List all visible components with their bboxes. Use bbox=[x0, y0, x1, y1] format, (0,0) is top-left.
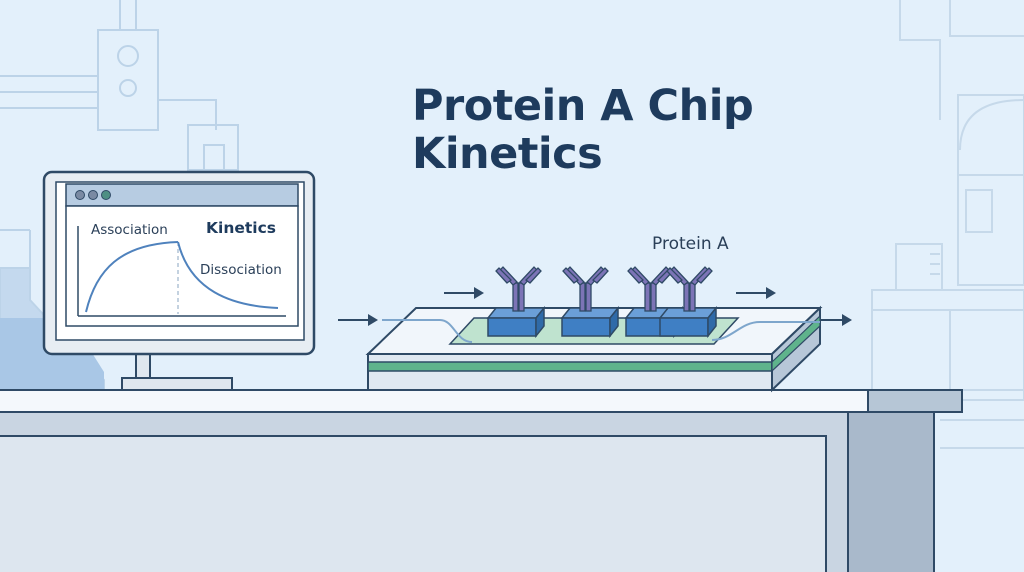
dissociation-label: Dissociation bbox=[200, 262, 282, 278]
protein-a-block bbox=[560, 305, 620, 339]
antibody-icon bbox=[495, 266, 542, 312]
flow-arrow-icon bbox=[736, 287, 776, 299]
flow-arrow-icon bbox=[444, 287, 484, 299]
sensorgram-plot bbox=[77, 226, 286, 317]
flow-arrow-icon bbox=[820, 314, 852, 326]
flow-arrow-icon bbox=[338, 314, 378, 326]
window-dot-2 bbox=[88, 190, 98, 200]
antibody-icon bbox=[666, 266, 713, 312]
monitor-heading: Kinetics bbox=[206, 219, 277, 237]
flow-channel bbox=[711, 321, 820, 341]
antibodies bbox=[495, 266, 713, 312]
dissociation-curve bbox=[177, 241, 279, 309]
antibody-icon bbox=[627, 266, 674, 312]
association-curve bbox=[85, 241, 179, 313]
flow-channel bbox=[382, 319, 473, 343]
protein-a-label: Protein A bbox=[652, 234, 729, 254]
protein-a-blocks bbox=[486, 305, 718, 339]
background-equipment-right bbox=[871, 0, 1024, 449]
window-dot-3 bbox=[101, 190, 111, 200]
window-dot-1 bbox=[75, 190, 85, 200]
flow-arrows bbox=[338, 287, 852, 326]
protein-a-block bbox=[658, 305, 718, 339]
title-line-1: Protein A Chip bbox=[412, 81, 754, 131]
title-line-2: Kinetics bbox=[412, 129, 603, 179]
protein-a-block bbox=[486, 305, 546, 339]
association-label: Association bbox=[91, 222, 168, 238]
background-equipment-left bbox=[0, 0, 239, 171]
page-title: Protein A Chip Kinetics bbox=[412, 82, 832, 178]
antibody-icon bbox=[562, 266, 609, 312]
lab-bench bbox=[0, 389, 963, 572]
